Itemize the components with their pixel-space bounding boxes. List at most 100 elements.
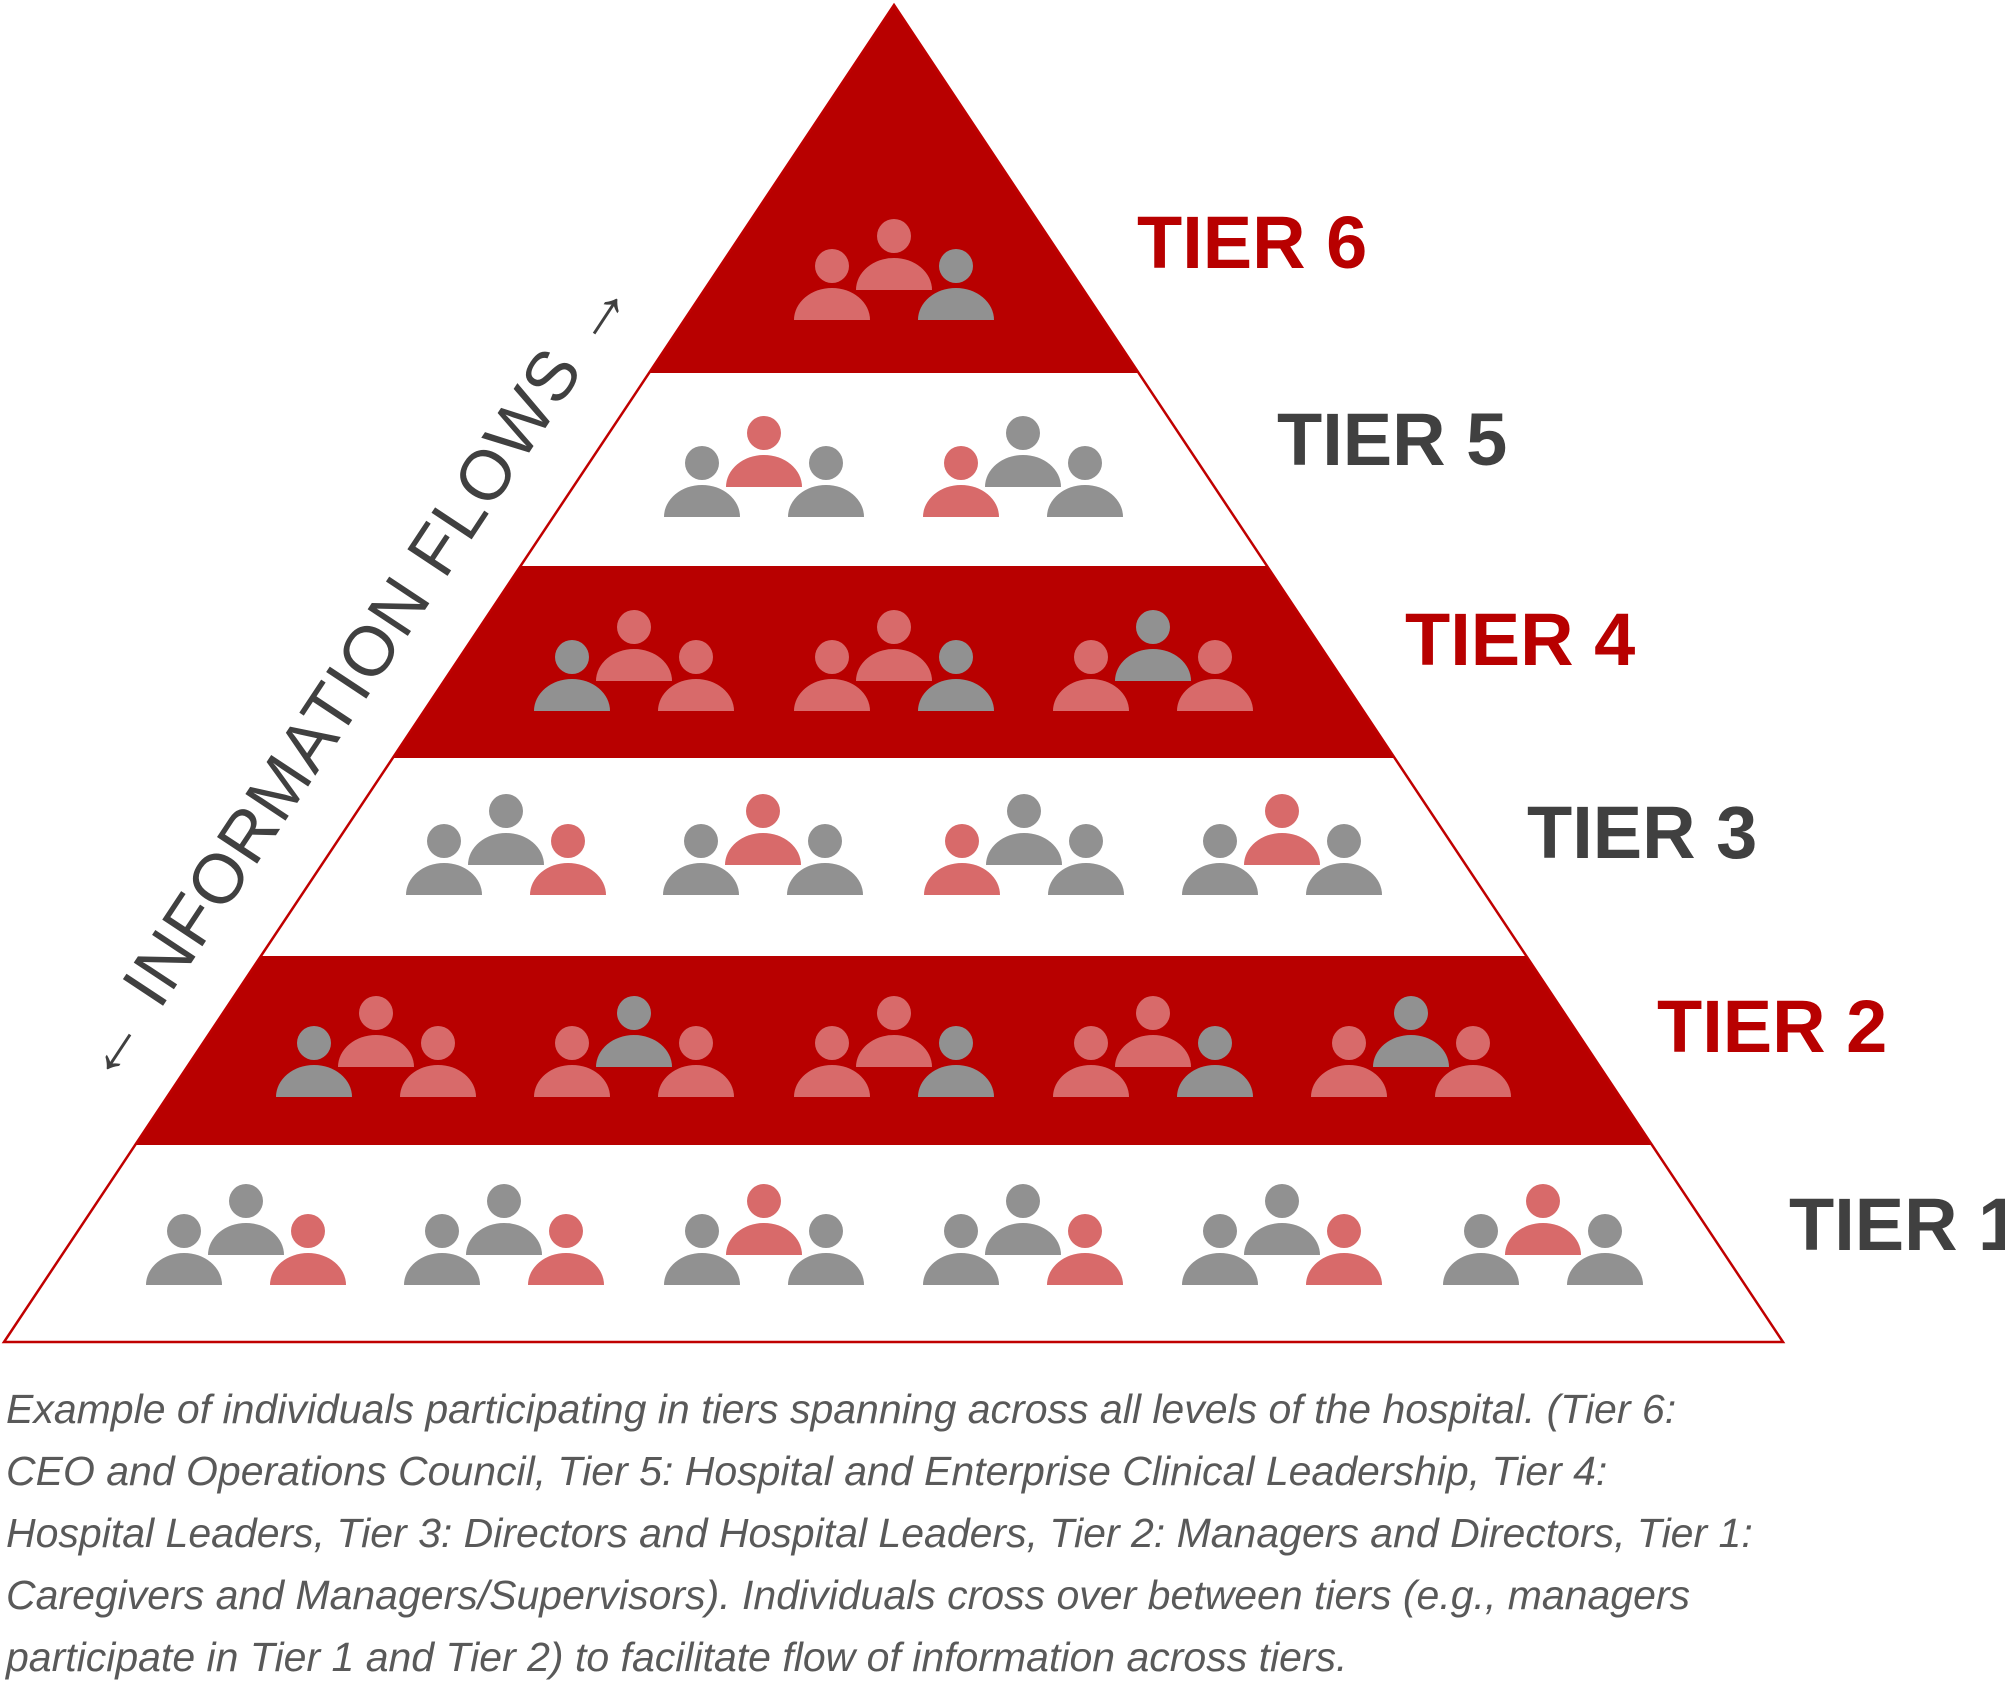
- person-icon: [1180, 824, 1260, 896]
- people-group: [922, 794, 1126, 896]
- caption-line-3: Hospital Leaders, Tier 3: Directors and …: [6, 1510, 1753, 1556]
- people-group: [532, 996, 736, 1098]
- people-group: [662, 416, 866, 518]
- people-group: [921, 416, 1125, 518]
- figure-caption: Example of individuals participating in …: [6, 1378, 1996, 1688]
- person-icon: [922, 824, 1002, 896]
- people-group: [792, 219, 996, 321]
- caption-line-4: Caregivers and Managers/Supervisors). In…: [6, 1572, 1691, 1618]
- people-group: [792, 610, 996, 712]
- person-icon: [1115, 996, 1191, 1067]
- tier-1-band: [4, 1145, 1783, 1342]
- person-icon: [1045, 446, 1125, 518]
- tier-6-band: [649, 5, 1139, 373]
- people-group: [792, 996, 996, 1098]
- person-icon: [402, 1214, 482, 1286]
- people-group: [274, 996, 478, 1098]
- person-icon: [1115, 610, 1191, 681]
- person-icon: [274, 1026, 354, 1098]
- caption-line-2: CEO and Operations Council, Tier 5: Hosp…: [6, 1448, 1608, 1494]
- person-icon: [725, 794, 801, 865]
- tier-5-band: [520, 373, 1268, 566]
- person-icon: [1505, 1184, 1581, 1255]
- people-group: [1180, 794, 1384, 896]
- caption-line-1: Example of individuals participating in …: [6, 1386, 1677, 1432]
- person-icon: [656, 1026, 736, 1098]
- person-icon: [532, 640, 612, 712]
- person-icon: [1175, 1026, 1255, 1098]
- tier-1-label: TIER 1: [1789, 1183, 2005, 1266]
- tier-3-band: [260, 758, 1527, 956]
- tier-6-label: TIER 6: [1137, 201, 1367, 284]
- person-icon: [208, 1184, 284, 1255]
- person-icon: [921, 1214, 1001, 1286]
- person-icon: [532, 1026, 612, 1098]
- tier-3-label: TIER 3: [1527, 791, 1757, 874]
- people-group: [662, 1184, 866, 1286]
- people-group: [144, 1184, 348, 1286]
- people-group: [661, 794, 865, 896]
- person-icon: [661, 824, 741, 896]
- person-icon: [468, 794, 544, 865]
- person-icon: [985, 416, 1061, 487]
- tier-5-label: TIER 5: [1277, 398, 1507, 481]
- person-icon: [1244, 1184, 1320, 1255]
- person-icon: [986, 794, 1062, 865]
- person-icon: [1045, 1214, 1125, 1286]
- person-icon: [526, 1214, 606, 1286]
- person-icon: [1565, 1214, 1645, 1286]
- people-group: [921, 1184, 1125, 1286]
- person-icon: [404, 824, 484, 896]
- person-icon: [268, 1214, 348, 1286]
- person-icon: [1433, 1026, 1513, 1098]
- person-icon: [916, 1026, 996, 1098]
- person-icon: [916, 249, 996, 321]
- caption-line-5: participate in Tier 1 and Tier 2) to fac…: [6, 1634, 1348, 1680]
- pyramid: TIER 6 TIER 5 TIER 4 TIER 3 TIER 2 TIER …: [1, 2, 2005, 1344]
- pyramid-outline: [1, 2, 1786, 1344]
- person-icon: [1051, 640, 1131, 712]
- person-icon: [1175, 640, 1255, 712]
- people-group: [1180, 1184, 1384, 1286]
- people-group: [1309, 996, 1513, 1098]
- person-icon: [656, 640, 736, 712]
- people-group: [1051, 610, 1255, 712]
- people-group: [532, 610, 736, 712]
- person-icon: [1244, 794, 1320, 865]
- person-icon: [985, 1184, 1061, 1255]
- people-group: [1051, 996, 1255, 1098]
- person-icon: [792, 1026, 872, 1098]
- person-icon: [1304, 824, 1384, 896]
- tier-4-label: TIER 4: [1405, 598, 1635, 681]
- person-icon: [1309, 1026, 1389, 1098]
- person-icon: [856, 219, 932, 290]
- person-icon: [786, 1214, 866, 1286]
- person-icon: [1180, 1214, 1260, 1286]
- person-icon: [792, 249, 872, 321]
- person-icon: [662, 446, 742, 518]
- person-icon: [528, 824, 608, 896]
- person-icon: [1373, 996, 1449, 1067]
- person-icon: [1046, 824, 1126, 896]
- tier-2-label: TIER 2: [1657, 985, 1887, 1068]
- person-icon: [921, 446, 1001, 518]
- person-icon: [785, 824, 865, 896]
- person-icon: [596, 996, 672, 1067]
- people-group: [1441, 1184, 1645, 1286]
- person-icon: [856, 610, 932, 681]
- person-icon: [466, 1184, 542, 1255]
- person-icon: [856, 996, 932, 1067]
- person-icon: [338, 996, 414, 1067]
- person-icon: [916, 640, 996, 712]
- person-icon: [596, 610, 672, 681]
- person-icon: [1051, 1026, 1131, 1098]
- person-icon: [792, 640, 872, 712]
- person-icon: [726, 416, 802, 487]
- person-icon: [1304, 1214, 1384, 1286]
- people-group: [402, 1184, 606, 1286]
- person-icon: [662, 1214, 742, 1286]
- person-icon: [786, 446, 866, 518]
- person-icon: [398, 1026, 478, 1098]
- person-icon: [1441, 1214, 1521, 1286]
